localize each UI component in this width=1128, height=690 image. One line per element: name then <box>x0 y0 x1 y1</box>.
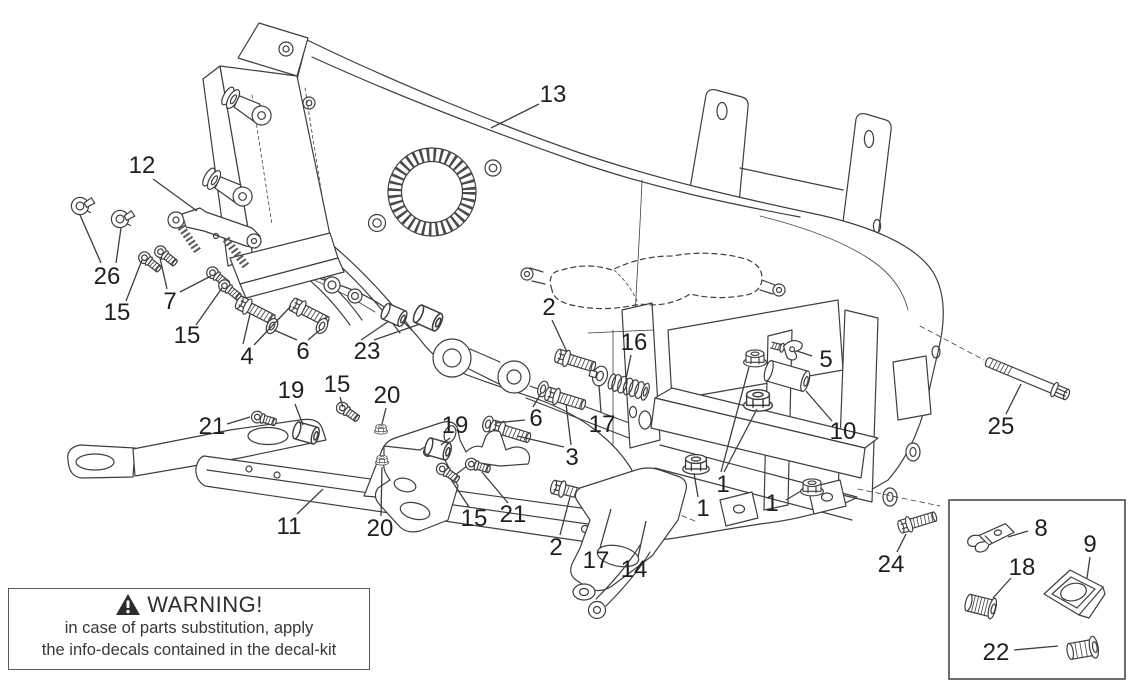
leader-line-19 <box>294 403 304 426</box>
leader-line-15 <box>449 477 470 508</box>
leader-line-17 <box>598 384 602 413</box>
leader-line-5 <box>796 350 813 357</box>
leader-line-23 <box>373 323 421 341</box>
frame-main-body <box>202 22 985 540</box>
part-11-rear-plate <box>570 467 687 592</box>
leader-line-4 <box>242 313 251 345</box>
leader-line-6 <box>532 392 542 408</box>
leader-line-7 <box>179 275 212 293</box>
warning-line-2: the info-decals contained in the decal-k… <box>41 640 337 659</box>
part-9-square-clip-nut <box>1043 569 1106 619</box>
leader-line-7 <box>159 257 168 290</box>
part-12-bracket <box>167 207 262 269</box>
leader-line-21 <box>226 416 251 425</box>
warning-triangle-icon <box>115 593 141 617</box>
leader-line-6 <box>307 329 321 341</box>
leader-line-1 <box>693 472 699 498</box>
leader-line-15 <box>339 396 344 408</box>
leader-line-14 <box>637 520 647 558</box>
leader-line-3 <box>516 435 565 448</box>
warning-box: WARNING! in case of parts substitution, … <box>8 588 370 670</box>
leader-line-13 <box>490 103 540 129</box>
warning-line-1: in case of parts substitution, apply <box>64 619 314 637</box>
leader-line-12 <box>152 178 198 212</box>
frame-cushion-outline <box>520 252 786 310</box>
part-8-clip <box>967 523 1015 553</box>
part-11-bracket <box>67 418 687 620</box>
leader-line-15 <box>195 287 223 326</box>
leader-line-3 <box>565 403 572 446</box>
leader-line-15 <box>125 259 143 302</box>
leader-line-25 <box>1005 383 1022 415</box>
leader-line-20 <box>381 407 387 425</box>
leader-line-23 <box>360 320 390 341</box>
leader-line-1 <box>785 490 802 501</box>
leader-line-17 <box>599 508 612 549</box>
leader-line-2 <box>559 496 571 536</box>
leader-line-26 <box>115 227 122 264</box>
warning-title: WARNING! <box>147 592 263 617</box>
leader-line-26 <box>79 214 102 264</box>
leader-line-19 <box>440 437 451 446</box>
frame-rear-tab-right <box>842 112 892 238</box>
warning-title-row: WARNING! <box>9 592 369 618</box>
leader-line-1 <box>720 366 750 473</box>
part-5-fitting <box>770 339 803 361</box>
part-25-long-bolt <box>982 353 1073 404</box>
leader-line-9 <box>1086 556 1091 579</box>
leader-line-22 <box>1013 645 1059 651</box>
leader-line-11 <box>296 488 324 515</box>
leader-line-10 <box>805 390 833 422</box>
leader-line-1 <box>723 408 758 473</box>
leader-line-4 <box>253 305 292 346</box>
frame-headstock-bore <box>387 147 477 237</box>
leader-line-24 <box>896 533 907 553</box>
leader-line-6 <box>273 329 298 341</box>
leader-line-20 <box>380 466 383 517</box>
inset-box <box>948 499 1126 680</box>
leader-line-21 <box>481 471 509 504</box>
part-24-bolt <box>895 507 940 536</box>
leader-line-16 <box>625 354 632 380</box>
frame-steering-head <box>202 22 345 299</box>
leader-line-18 <box>992 577 1012 599</box>
leader-line-8 <box>1007 530 1029 538</box>
leader-line-6 <box>494 419 526 424</box>
leader-line-2 <box>551 319 568 353</box>
leader-lines <box>79 103 1091 651</box>
part-26-clamps <box>68 193 138 231</box>
